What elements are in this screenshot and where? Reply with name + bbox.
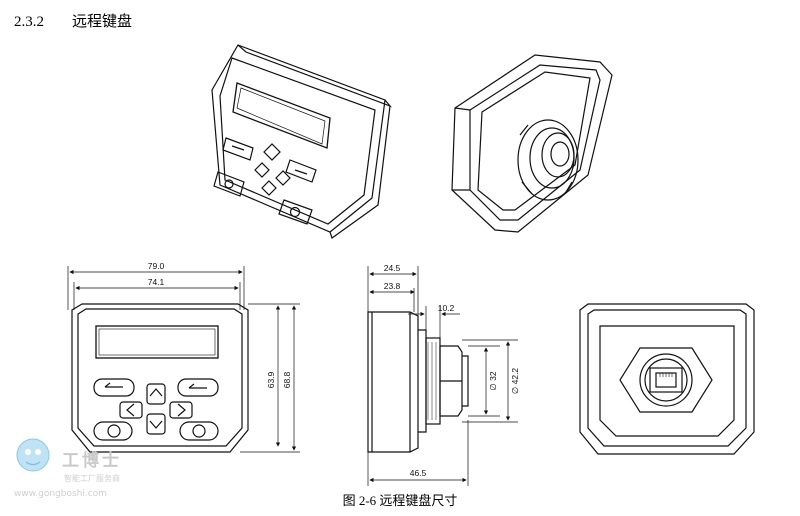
watermark: 工博士 智能工厂服务商 www.gongboshi.com — [14, 438, 122, 499]
section-heading: 2.3.2 远程键盘 — [14, 10, 132, 31]
dim-depth-total: 24.5 — [384, 263, 401, 273]
dim-inner-height: 63.9 — [266, 371, 276, 388]
dim-flange: 10.2 — [438, 303, 455, 313]
dim-depth-body: 23.8 — [384, 281, 401, 291]
rear-view — [579, 303, 755, 455]
dim-diam-outer: ∅ 42.2 — [510, 368, 520, 395]
dim-overall-width: 79.0 — [148, 261, 165, 271]
side-view — [367, 311, 469, 453]
iso-front-view — [211, 44, 392, 239]
dim-overall-height: 68.8 — [282, 371, 292, 388]
side-view-dimensions — [367, 266, 518, 486]
dim-diam-inner: ∅ 32 — [488, 371, 498, 390]
dim-length-total: 46.5 — [410, 468, 427, 478]
iso-back-view — [451, 54, 613, 233]
front-view — [71, 303, 249, 453]
section-number: 2.3.2 — [14, 14, 44, 30]
front-view-dimensions — [67, 266, 300, 453]
section-title: 远程键盘 — [72, 14, 133, 30]
watermark-url: www.gongboshi.com — [14, 489, 107, 499]
mascot-icon — [16, 438, 50, 472]
watermark-brand: 工博士 — [62, 450, 122, 471]
dim-inner-width: 74.1 — [148, 277, 165, 287]
watermark-tagline: 智能工厂服务商 — [64, 473, 120, 483]
figure-caption: 图 2-6 远程键盘尺寸 — [342, 493, 458, 508]
